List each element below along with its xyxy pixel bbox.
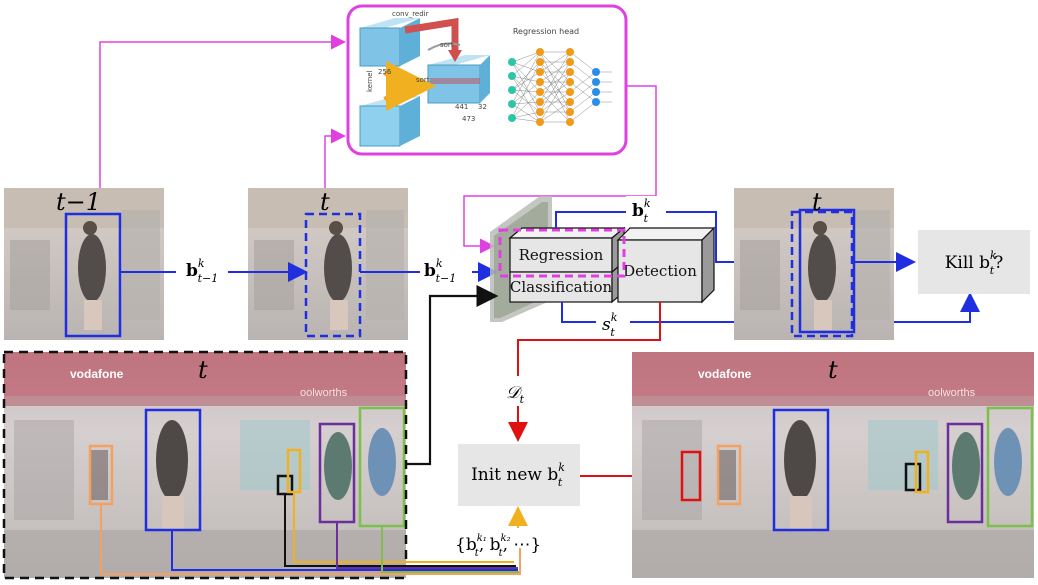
curr-frame-to-network-line [324, 128, 346, 188]
conv-cube-bottom [359, 96, 420, 147]
classification-label: Classification [510, 278, 613, 296]
pred-box-blue [772, 408, 830, 532]
prev-frame-to-network-line [99, 34, 346, 188]
frame-prediction-label: t [828, 356, 838, 384]
frame-prediction: vodafone oolworths t [632, 352, 1034, 578]
dim-473-label: 473 [462, 115, 475, 123]
dim-256-label: 256 [378, 68, 392, 76]
detection-collection-lines [100, 492, 521, 575]
regression-block [509, 237, 613, 273]
storefront-banner [4, 352, 406, 396]
conv-cube-middle [427, 55, 490, 104]
regression-head-title: Regression head [513, 27, 579, 36]
dim-32-label: 32 [478, 103, 487, 111]
frame-detections-label: t [198, 356, 208, 384]
dim-441-label: 441 [455, 103, 468, 111]
regression-head-network [508, 48, 612, 126]
new-track-box-red [680, 450, 702, 502]
conv-redir-arrow [404, 17, 459, 50]
pred-box-black [904, 462, 922, 492]
prev-track-box [64, 212, 122, 338]
frame-output-label: t [812, 188, 822, 216]
sort-label-2: sort [416, 76, 430, 84]
frame-curr: t [248, 188, 408, 340]
pred-box-orange [716, 444, 742, 506]
detections-to-detector-arrow [406, 285, 499, 466]
frame-detections: vodafone oolworths t [2, 350, 408, 580]
detection-label: Detection [623, 262, 697, 280]
vodafone-sign-left: vodafone [70, 367, 124, 381]
woolworths-sign-right: oolworths [928, 387, 976, 399]
regression-highlight [498, 228, 626, 278]
frame-output: t [734, 188, 894, 340]
pred-box-yellow [914, 450, 930, 494]
detector-block: Regression Classification Detection [490, 196, 716, 322]
frame-prev-label: t−1 [56, 188, 101, 216]
regression-network-panel: conv_redir 256 441 32 473 sort sort kern… [346, 4, 628, 156]
conv-label: conv_redir [392, 10, 429, 18]
sort-arrow [427, 42, 461, 51]
regression-label: Regression [519, 246, 604, 264]
sort-label-1: sort [440, 41, 454, 49]
pred-box-purple [946, 422, 984, 524]
pred-box-green [986, 406, 1034, 528]
output-regressed-box [798, 208, 856, 334]
d-t-label: 𝒟t [506, 383, 525, 406]
vodafone-sign-right: vodafone [698, 367, 752, 381]
network-to-detector-line [463, 85, 657, 254]
frame-curr-label: t [320, 188, 330, 216]
woolworths-sign-left: oolworths [300, 387, 348, 399]
kernel-label: kernel [366, 70, 374, 92]
frame-prev: t−1 [4, 188, 164, 340]
output-predicted-box [790, 210, 854, 338]
